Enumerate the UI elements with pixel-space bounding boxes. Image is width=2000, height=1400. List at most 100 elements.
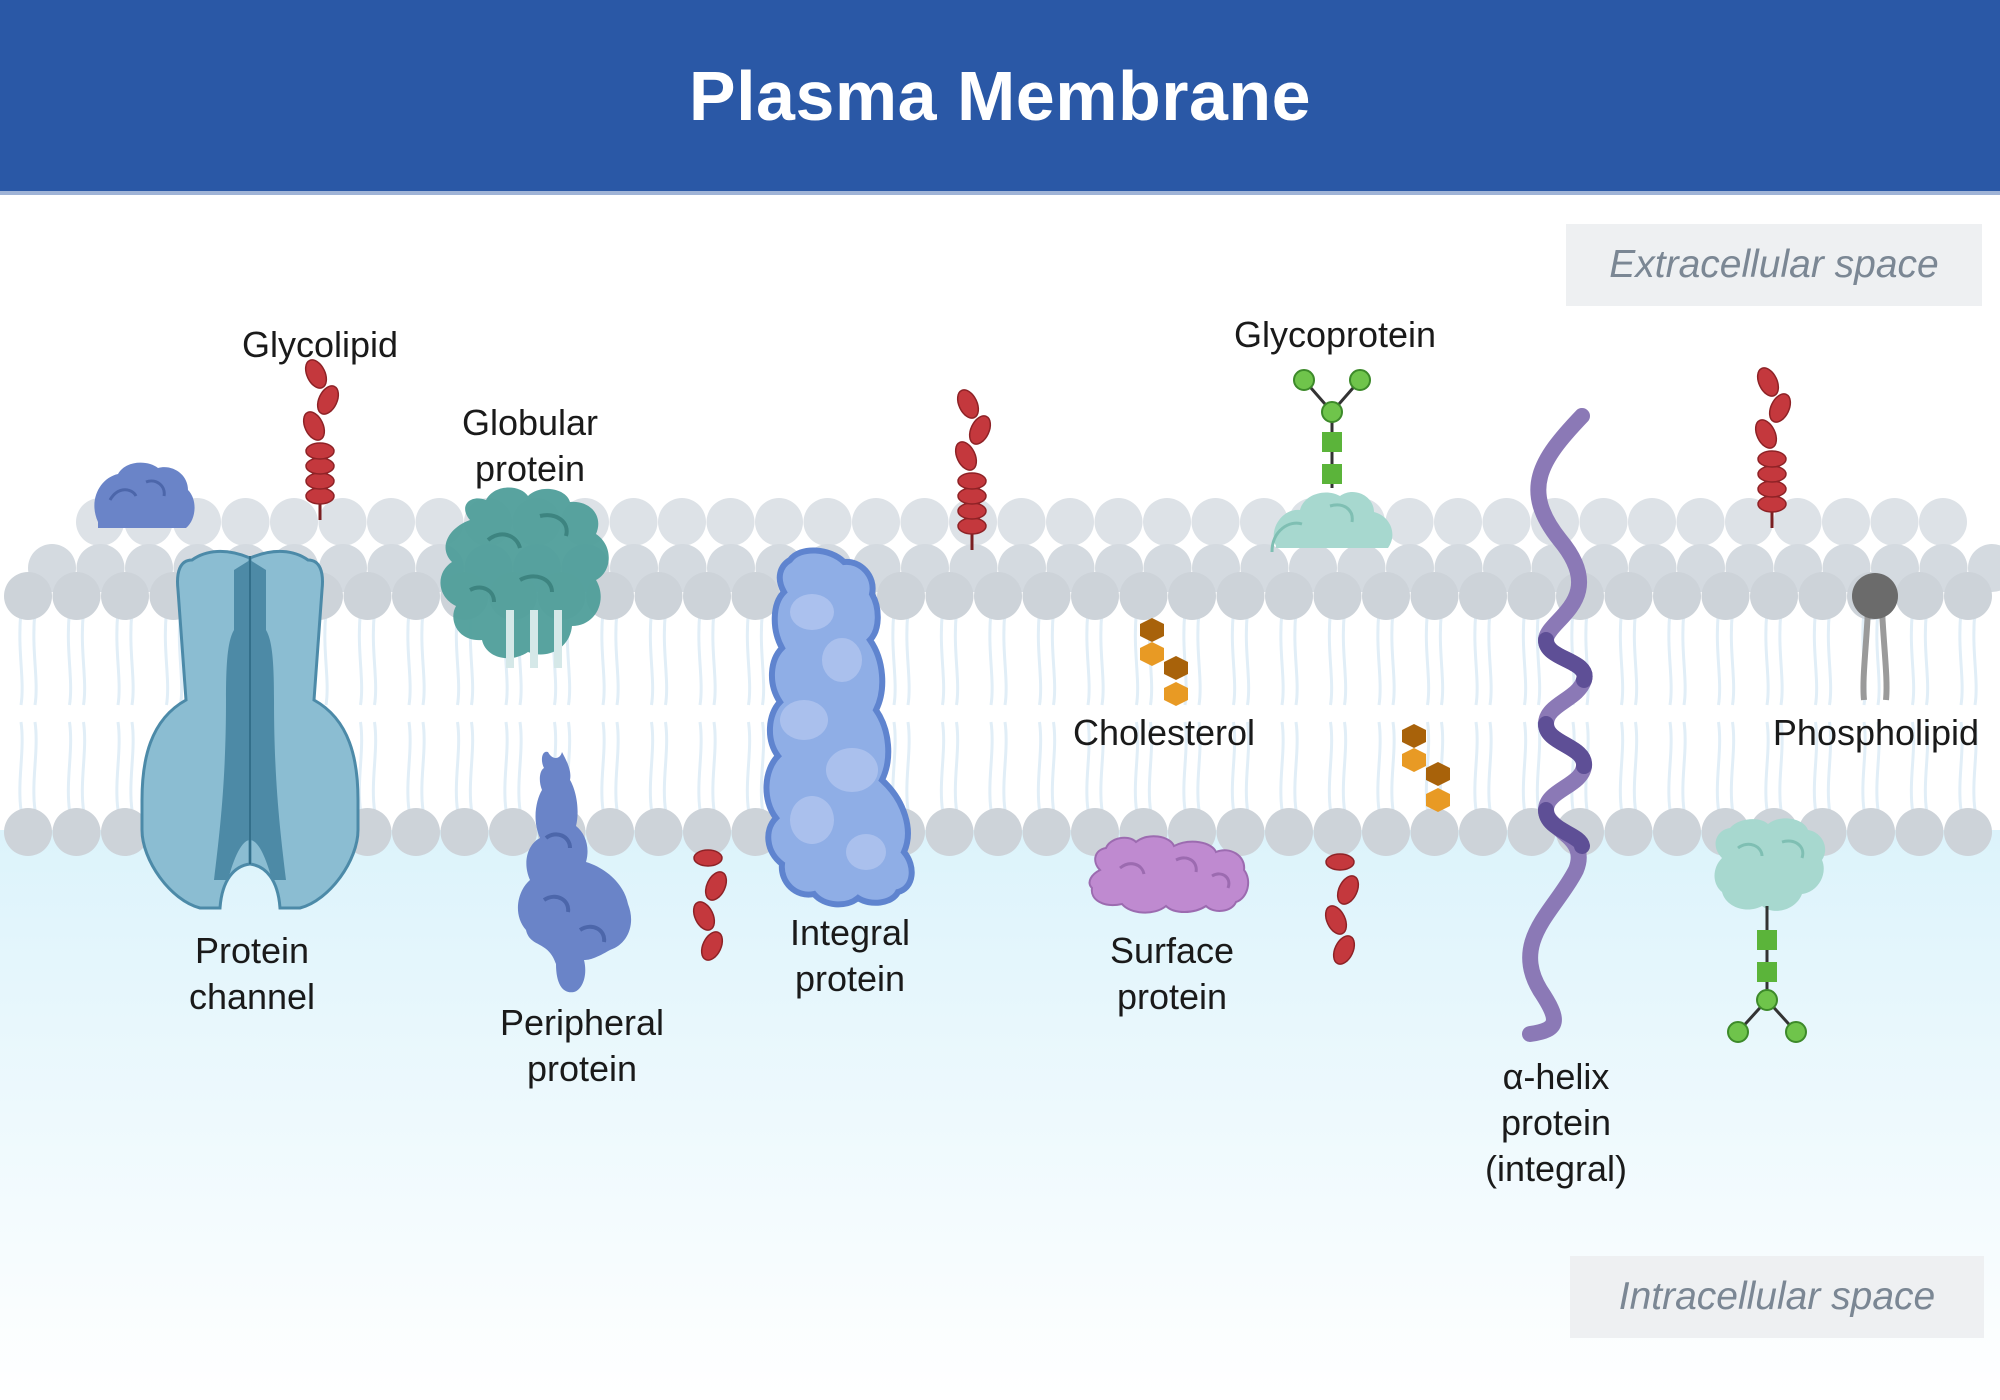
glycoprotein [1270,369,1393,553]
lipid-head [852,498,900,546]
lipid-head [318,498,367,546]
lipid-head [440,808,489,856]
globular-protein-label: Globular protein [461,402,599,489]
lipid-head [1628,498,1676,546]
phospholipid-molecule [1852,573,1898,701]
lipid-head [683,572,731,620]
lipid-head [706,498,755,546]
lipid-head [1944,572,1992,620]
lipid-head [1459,572,1507,620]
lipid-head [1022,572,1071,620]
glycolipid-label: Glycolipid [241,324,399,365]
lipid-head [1895,572,1944,620]
lipid-head [1822,498,1870,546]
intracellular-space-label: Intracellular space [1570,1256,1984,1338]
lipid-head [1701,572,1750,620]
lipid-head [1579,498,1628,546]
lipid-head [997,498,1046,546]
lipid-head [1362,808,1410,856]
lipid-head [925,808,974,856]
alpha-helix-protein [1522,408,1593,1042]
lipid-head [900,498,949,546]
lipid-head [1482,498,1531,546]
lipid-head [1071,808,1119,856]
lipid-head [1919,498,1967,546]
lipid-head [1191,498,1240,546]
glycoprotein-label: Glycoprotein [1233,314,1437,355]
lipid-head [1119,572,1168,620]
inner-glycan-chain-right [1324,853,1360,965]
lipid-head [392,572,440,620]
lipid-head [1168,572,1216,620]
lipid-head [52,572,101,620]
lipid-head [221,498,270,546]
lipid-head [392,808,440,856]
protein-channel [140,550,360,910]
lipid-head [877,572,925,620]
extracellular-space-label: Extracellular space [1566,224,1982,306]
lipid-head [270,498,318,546]
lipid-head [1410,572,1459,620]
lipid-head [1725,498,1773,546]
lipid-head [1022,808,1071,856]
integral-protein-label: Integral protein [789,912,911,999]
lipid-head [101,808,149,856]
lipid-head [1265,808,1313,856]
lipid-head [1313,808,1362,856]
lipid-head [683,808,731,856]
integral-protein [763,547,915,908]
lipid-head [1750,572,1798,620]
lipid-head [1773,498,1822,546]
lipid-head [634,572,683,620]
lipid-head [4,572,52,620]
lipid-head [1046,498,1094,546]
lipid-head [1143,498,1191,546]
lipid-head [1895,808,1944,856]
lipid-head [343,572,392,620]
globular-protein [440,487,609,668]
cholesterol-molecule-upper [1140,618,1188,706]
lipid-head [974,808,1022,856]
lipid-head [4,808,52,856]
lipid-head [974,572,1022,620]
lipid-head [1653,572,1701,620]
lipid-head [1410,808,1459,856]
lipid-head [1265,572,1313,620]
glycolipid-chain-left [302,359,340,520]
protein-channel-label: Protein channel [188,930,316,1017]
peripheral-protein-label: Peripheral protein [499,1002,665,1089]
lipid-head [1847,808,1895,856]
title-bar: Plasma Membrane [0,0,2000,195]
inner-glycoprotein [1714,818,1826,1043]
lipid-head [1094,498,1143,546]
lipid-head [1676,498,1725,546]
lipid-head [1507,572,1556,620]
glycolipid-chain-right [1754,367,1792,528]
lipid-head [586,808,634,856]
lipid-head [1216,808,1265,856]
lipid-head [1653,808,1701,856]
lipid-head [101,572,149,620]
lipid-head [1870,498,1919,546]
surface-protein [1088,835,1250,914]
lipid-head [609,498,658,546]
lipid-head [1944,808,1992,856]
page-title: Plasma Membrane [688,56,1312,135]
lipid-head [634,808,683,856]
lipid-head [658,498,706,546]
lipid-head [1434,498,1482,546]
lipid-head [925,572,974,620]
peripheral-protein [517,751,632,993]
glycolipid-chain-middle [954,389,992,550]
lipid-head [1604,572,1653,620]
lipid-head [1604,808,1653,856]
lipid-head [1313,572,1362,620]
lipid-head [1798,572,1847,620]
lipid-head [1071,572,1119,620]
surface-protein-label: Surface protein [1109,930,1235,1017]
lipid-head [731,572,780,620]
lipid-head [489,808,537,856]
lipid-head [755,498,803,546]
cholesterol-molecule-lower [1402,724,1450,812]
